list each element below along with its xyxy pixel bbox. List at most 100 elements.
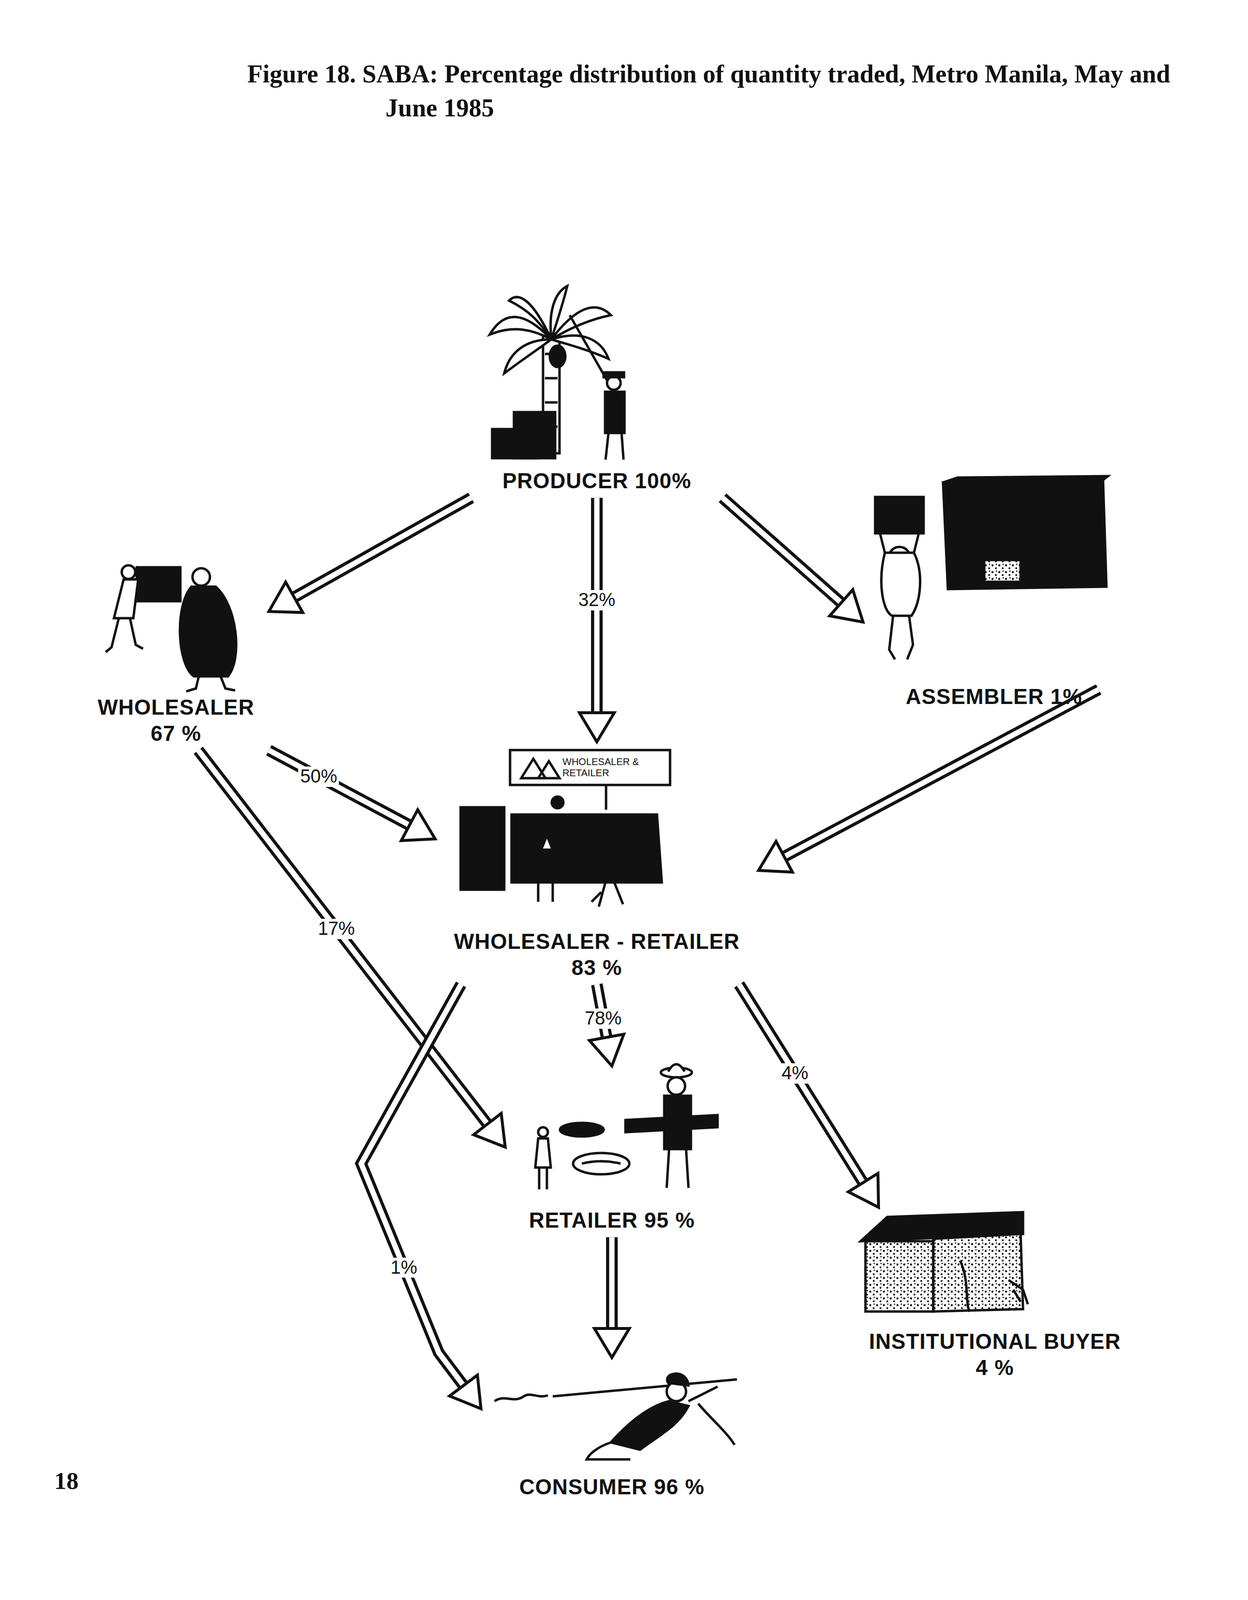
retailer-picture-part [667,1077,686,1095]
arrow-heads [473,1113,506,1147]
wholesaler-retailer-picture-part [605,784,608,810]
retailer-picture-part [573,1152,630,1175]
assembler-picture [875,476,1108,660]
flow-node: INSTITUTIONAL BUYER 4 % [849,1207,1141,1385]
flow-arrow [594,1237,630,1358]
flow-arrow [269,750,436,841]
wholesaler-retailer-picture-part [591,880,624,907]
node-label: CONSUMER 96 % [519,1473,705,1501]
edge-label: 78% [582,1008,624,1029]
arrow-heads [594,1328,630,1358]
arrow-shaft [293,497,472,598]
arrow-shaft [738,984,864,1184]
retailer-picture-part [666,1149,689,1188]
edge-label: 4% [779,1063,811,1084]
arrow-shaft [198,750,489,1125]
arrow-shaft-inner [293,497,472,598]
arrow-heads [829,589,864,623]
retailer-picture-part [538,1127,548,1137]
wholesaler-retailer-picture-part [538,882,553,902]
institutional-picture [860,1212,1028,1312]
arrow-head [829,589,864,623]
consumer-picture-part [698,1403,735,1445]
arrow-head [269,581,304,613]
arrow-shaft [783,689,1099,858]
consumer-picture-part [610,1401,689,1450]
institutional-picture-part [1008,1280,1028,1305]
arrow-heads [758,841,793,873]
node-label: PRODUCER 100% [502,467,692,495]
producer-picture-part [605,432,624,460]
arrow-shaft-inner [609,1237,615,1330]
assembler-picture-part [881,552,921,616]
arrow-shaft-inner [198,750,489,1125]
arrow-heads [589,1034,624,1067]
wholesaler-retailer-picture-part [460,807,505,890]
arrow-head [401,809,436,841]
flow-arrow [269,497,472,613]
node-label: INSTITUTIONAL BUYER 4 % [861,1328,1129,1381]
wholesaler-picture-part [136,567,181,602]
wholesaler-retailer-picture [460,750,671,907]
arrow-head [473,1113,506,1147]
retailer-picture-part [625,1115,718,1133]
assembler-picture-part [943,476,1108,483]
arrow-head [449,1375,481,1409]
figure-title: Figure 18. SABA: Percentage distribution… [247,57,1181,126]
arrow-shaft [722,497,842,604]
wholesaler-retailer-picture-part [551,796,564,809]
assembler-picture-part [984,560,1021,582]
wholesaler-picture-part [121,565,136,579]
producer-picture-part [603,372,624,378]
arrow-head [848,1173,879,1208]
edge-label: 17% [316,918,357,940]
arrow-shaft-inner [269,750,411,826]
assembler-picture-part [889,615,913,660]
arrow-shaft [269,750,411,826]
flow-node: ASSEMBLER 1% [863,472,1125,714]
consumer-picture-part [494,1394,548,1402]
wholesaler-picture-part [113,579,139,619]
flow-node: WHOLESALER 67 % [83,557,270,751]
flow-node: WHOLESALER - RETAILER 83 % [435,741,759,985]
producer-picture [489,286,625,460]
sign-text: WHOLESALER & RETAILER [562,756,660,779]
retailer-picture-part [581,1161,621,1164]
arrow-shaft [606,1237,618,1330]
producer-picture-part [509,297,552,340]
assembler-picture-part [943,480,1107,590]
consumer-picture-part [552,1379,737,1397]
node-label: WHOLESALER - RETAILER 83 % [442,928,752,981]
edge-label: 50% [298,766,339,787]
wholesaler-retailer-picture-part [543,838,551,849]
edge-label: 32% [576,590,618,611]
institutional-picture-part [933,1233,1024,1312]
arrow-shaft-inner [738,984,864,1184]
institutional-picture-part [960,1260,970,1312]
flow-arrow [361,984,481,1409]
consumer-picture-part [586,1442,631,1460]
retailer-picture-part [668,1064,685,1072]
consumer-picture-part [688,1386,718,1402]
edge-label: 1% [388,1257,420,1279]
assembler-picture-part [875,496,924,534]
wholesaler-retailer-picture-part [521,758,560,779]
page-number: 18 [54,1466,79,1495]
producer-picture-part [504,339,552,374]
consumer-picture [494,1373,737,1460]
arrow-heads [579,712,615,742]
flow-node: CONSUMER 96 % [480,1357,743,1504]
wholesaler-picture-part [186,676,236,692]
arrow-head [594,1328,630,1358]
arrow-heads [449,1375,481,1409]
retailer-picture-part [560,1122,604,1137]
arrow-shaft-inner [361,984,464,1387]
producer-picture-part [513,412,556,459]
producer-picture-part [549,345,566,368]
arrow-heads [848,1173,879,1208]
arrow-head [589,1034,624,1067]
wholesaler-retailer-picture-part [511,814,662,883]
retailer-picture-part [539,1167,547,1190]
institutional-picture-part [971,1216,988,1232]
